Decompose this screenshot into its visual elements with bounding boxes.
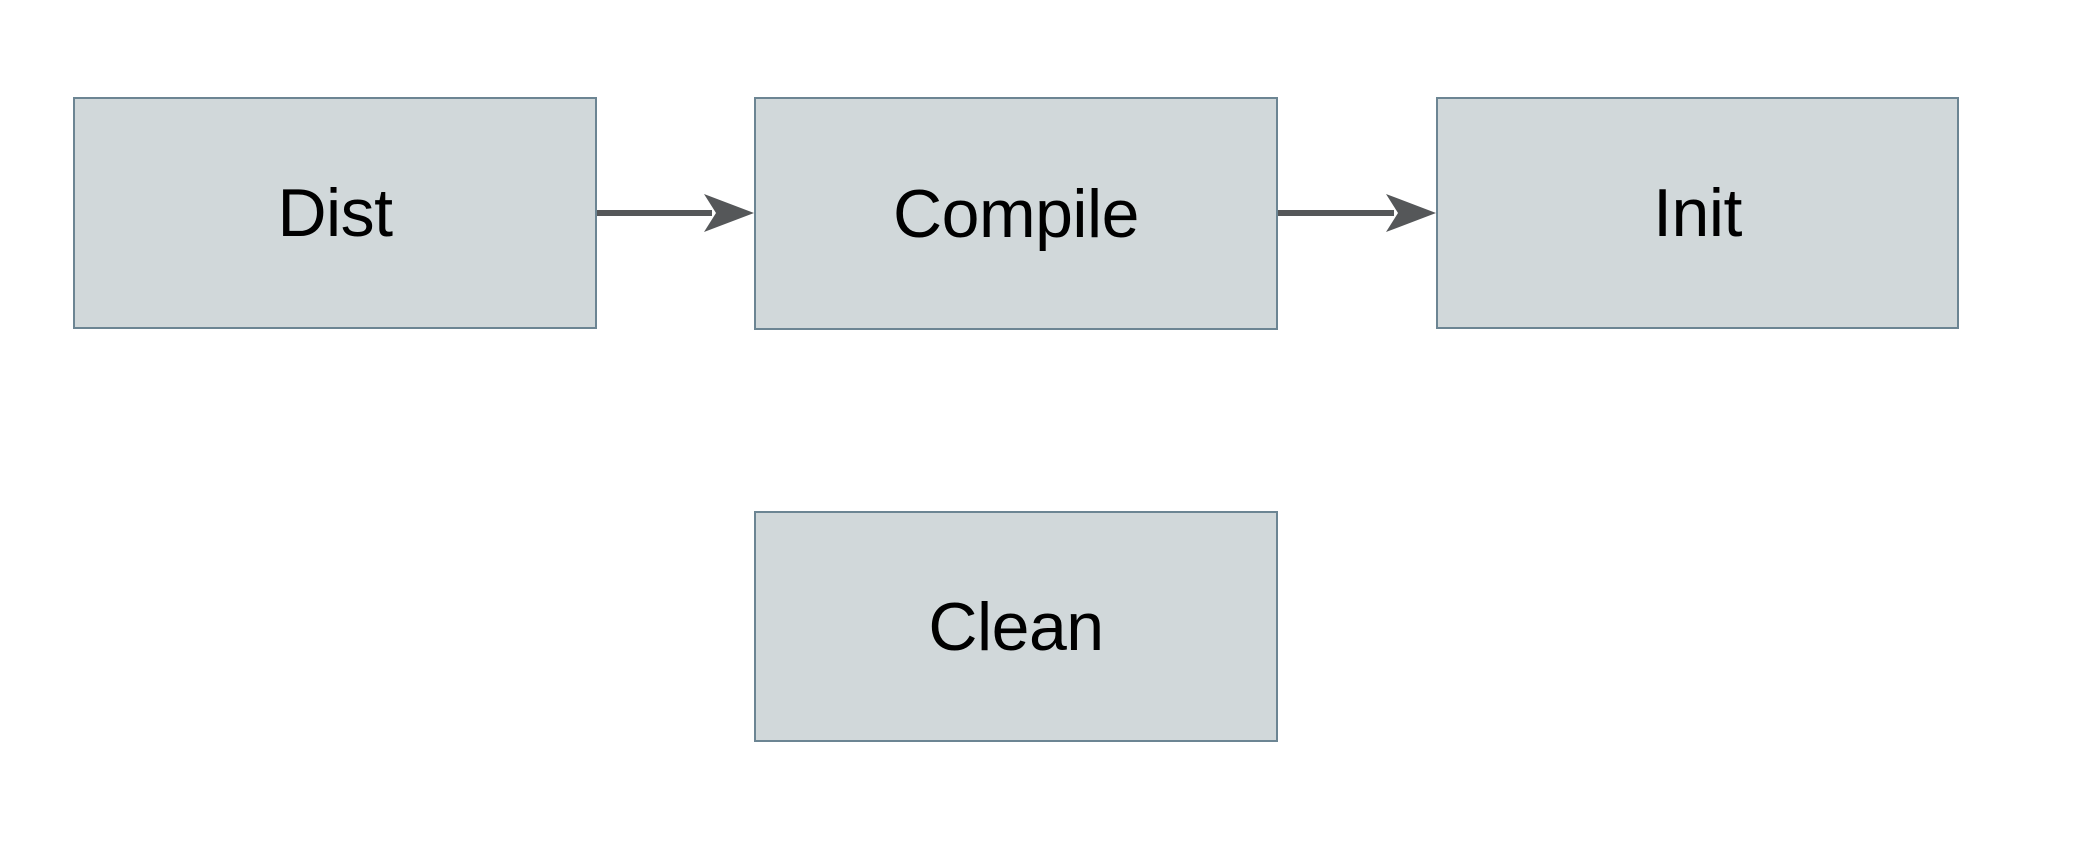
node-label-clean: Clean — [928, 588, 1104, 665]
node-init[interactable]: Init — [1436, 97, 1959, 329]
node-clean[interactable]: Clean — [754, 511, 1278, 742]
edge-compile-to-init[interactable] — [1278, 194, 1436, 232]
node-dist[interactable]: Dist — [73, 97, 597, 329]
node-compile[interactable]: Compile — [754, 97, 1278, 330]
node-label-dist: Dist — [277, 175, 393, 251]
node-label-compile: Compile — [893, 175, 1139, 252]
edge-dist-to-compile[interactable] — [597, 194, 754, 232]
node-label-init: Init — [1653, 175, 1742, 251]
